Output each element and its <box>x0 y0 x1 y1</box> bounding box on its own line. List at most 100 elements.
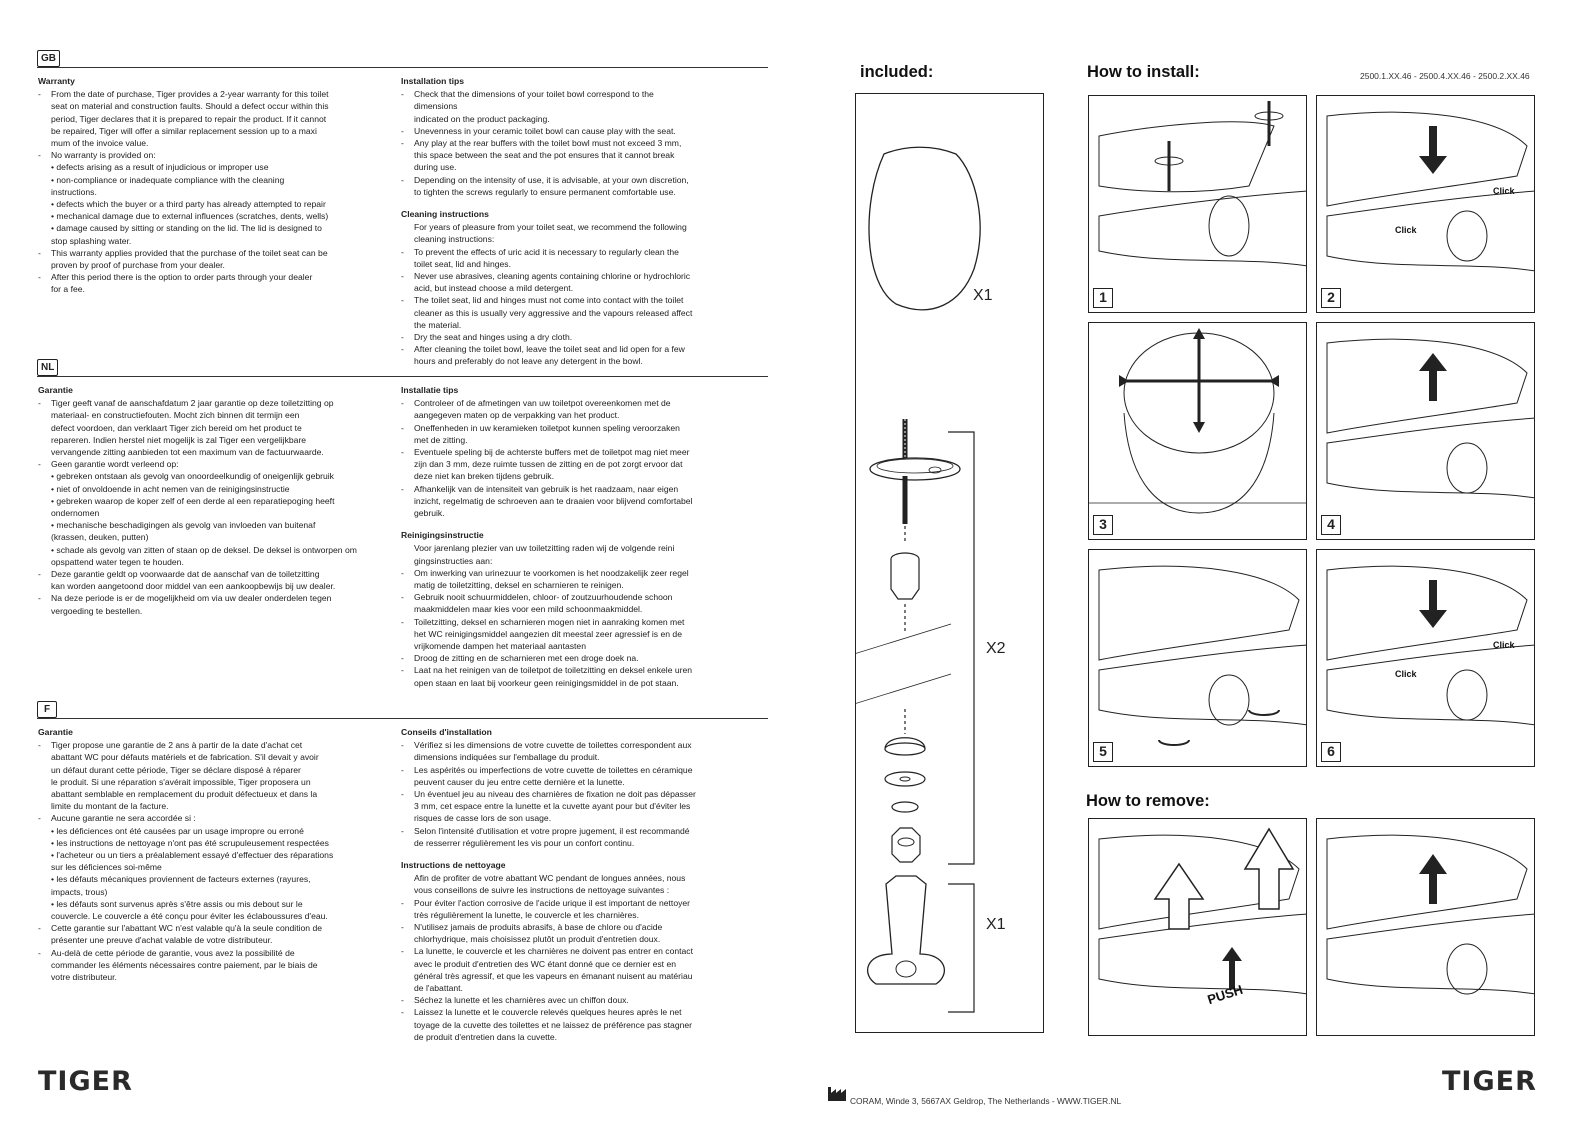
bullet-dash: - <box>401 825 404 836</box>
bullet-dash: - <box>401 138 404 149</box>
install-title: How to install: <box>1087 63 1200 81</box>
click-label: Click <box>1493 186 1515 196</box>
tips-heading: Installatie tips <box>401 385 459 395</box>
bullet-dash: - <box>38 947 41 958</box>
warranty-column-nl: Garantie -Tiger geeft vanaf de aanschafd… <box>38 384 388 617</box>
list-item-text: From the date of purchase, Tiger provide… <box>51 89 329 149</box>
list-item: -Om inwerking van urinezuur te voorkomen… <box>401 567 751 591</box>
seat-drawing <box>1089 328 1306 514</box>
list-item: -Toiletzitting, deksel en scharnieren mo… <box>401 616 751 653</box>
install-step-4: 4 <box>1316 322 1535 540</box>
list-item-text: Vérifiez si les dimensions de votre cuve… <box>414 740 692 763</box>
seat-quantity: X1 <box>973 287 993 304</box>
list-item: -Pour éviter l'action corrosive de l'aci… <box>401 897 751 921</box>
list-item: -Dry the seat and hinges using a dry clo… <box>401 331 746 343</box>
cleaning-intro: Afin de profiter de votre abattant WC pe… <box>414 873 686 896</box>
lang-badge-nl: NL <box>37 359 59 376</box>
lang-header-fr: F <box>37 701 768 719</box>
bullet-dash: - <box>38 247 41 258</box>
divider <box>37 67 768 68</box>
list-item-text: Dry the seat and hinges using a dry clot… <box>414 332 573 343</box>
list-item: -Any play at the rear buffers with the t… <box>401 137 746 174</box>
cleaning-heading: Instructions de nettoyage <box>401 860 506 871</box>
list-item-text: After cleaning the toilet bowl, leave th… <box>414 344 685 367</box>
seat-drawing <box>1326 565 1534 726</box>
step-number: 2 <box>1321 288 1341 308</box>
tips-column-fr: Conseils d'installation -Vérifiez si les… <box>401 726 751 1043</box>
list-item: -Controleer of de afmetingen van uw toil… <box>401 397 751 421</box>
list-item-text: Eventuele speling bij de achterste buffe… <box>414 447 690 482</box>
list-item: -After this period there is the option t… <box>38 271 383 295</box>
click-label: Click <box>1395 225 1417 235</box>
click-label: Click <box>1493 640 1515 650</box>
list-item: -Vérifiez si les dimensions de votre cuv… <box>401 739 751 763</box>
warranty-list: - From the date of purchase, Tiger provid… <box>38 88 383 295</box>
tiger-logo-right: TIGER <box>1442 1066 1537 1097</box>
tips-heading: Installation tips <box>401 76 465 86</box>
list-item: -Séchez la lunette et les charnières ave… <box>401 994 751 1006</box>
bullet-dash: - <box>38 459 41 470</box>
warranty-heading: Garantie <box>38 727 73 737</box>
bullet-dash: - <box>401 174 404 185</box>
list-item-text: Pour éviter l'action corrosive de l'acid… <box>414 897 691 920</box>
list-item-text: Selon l'intensité d'utilisation et votre… <box>414 825 690 848</box>
step-number: 3 <box>1093 515 1113 535</box>
bullet-dash: - <box>401 246 404 257</box>
footer-address: CORAM, Winde 3, 5667AX Geldrop, The Neth… <box>850 1096 1122 1106</box>
list-item: -N'utilisez jamais de produits abrasifs,… <box>401 921 751 945</box>
lang-header-nl: NL <box>37 359 768 377</box>
list-item: -From the date of purchase, Tiger provid… <box>38 88 383 149</box>
list-item-text: Geen garantie wordt verleend op: • gebre… <box>51 459 357 567</box>
warranty-heading: Warranty <box>38 76 75 86</box>
tips-list: -Check that the dimensions of your toile… <box>401 88 746 198</box>
list-item-text: Cette garantie sur l'abattant WC n'est v… <box>51 923 323 946</box>
bullet-dash: - <box>401 125 404 136</box>
bullet-dash: - <box>38 569 41 580</box>
list-item: -Les aspérités ou imperfections de votre… <box>401 764 751 788</box>
list-item-text: After this period there is the option to… <box>51 272 313 295</box>
remove-step-2 <box>1316 818 1535 1036</box>
list-item-text: Un éventuel jeu au niveau des charnières… <box>414 789 696 824</box>
lang-header-gb: GB <box>37 50 768 68</box>
list-item-text: Toiletzitting, deksel en scharnieren mog… <box>414 616 685 652</box>
list-item-text: Any play at the rear buffers with the to… <box>414 138 682 173</box>
warranty-list: -Tiger propose une garantie de 2 ans à p… <box>38 739 388 983</box>
bullet-dash: - <box>401 398 404 409</box>
list-item: -Afhankelijk van de intensiteit van gebr… <box>401 483 751 520</box>
seat-drawing <box>1326 111 1534 272</box>
list-item-text: Tiger propose une garantie de 2 ans à pa… <box>51 740 319 812</box>
cleaning-intro: For years of pleasure from your toilet s… <box>414 222 687 245</box>
list-item: -Tiger propose une garantie de 2 ans à p… <box>38 739 388 812</box>
bullet-dash: - <box>401 789 404 800</box>
bullet-dash: - <box>38 923 41 934</box>
model-codes: 2500.1.XX.46 - 2500.4.XX.46 - 2500.2.XX.… <box>1360 71 1530 81</box>
tips-heading: Conseils d'installation <box>401 727 492 737</box>
list-item: -This warranty applies provided that the… <box>38 247 383 271</box>
bullet-dash: - <box>38 593 41 604</box>
list-item: -Oneffenheden in uw keramieken toiletpot… <box>401 422 751 446</box>
bullet-dash: - <box>401 740 404 751</box>
list-item-text: Tiger geeft vanaf de aanschafdatum 2 jaa… <box>51 398 334 458</box>
click-label: Click <box>1395 669 1417 679</box>
seat-drawing <box>1098 101 1306 267</box>
bullet-dash: - <box>401 897 404 908</box>
manufacturer-icon <box>828 1087 846 1101</box>
lang-badge-fr: F <box>37 701 57 718</box>
list-item-text: Afhankelijk van de intensiteit van gebru… <box>414 483 693 519</box>
bullet-dash: - <box>401 295 404 306</box>
list-item: -To prevent the effects of uric acid it … <box>401 246 746 270</box>
list-item-text: Deze garantie geldt op voorwaarde dat de… <box>51 569 336 592</box>
list-item-text: Au-delà de cette période de garantie, vo… <box>51 947 318 983</box>
list-item-text: Check that the dimensions of your toilet… <box>414 89 654 124</box>
install-step-6: Click Click 6 <box>1316 549 1535 767</box>
warranty-heading: Garantie <box>38 385 73 395</box>
list-item: -Laat na het reinigen van de toiletpot d… <box>401 664 751 688</box>
bullet-dash: - <box>401 946 404 957</box>
bullet-dash: - <box>401 567 404 578</box>
tiger-logo-left: TIGER <box>38 1066 133 1097</box>
bullet-dash: - <box>401 995 404 1006</box>
divider <box>37 376 768 377</box>
list-item-text: To prevent the effects of uric acid it i… <box>414 246 679 269</box>
list-item-text: This warranty applies provided that the … <box>51 247 328 271</box>
bullet-dash: - <box>38 813 41 824</box>
